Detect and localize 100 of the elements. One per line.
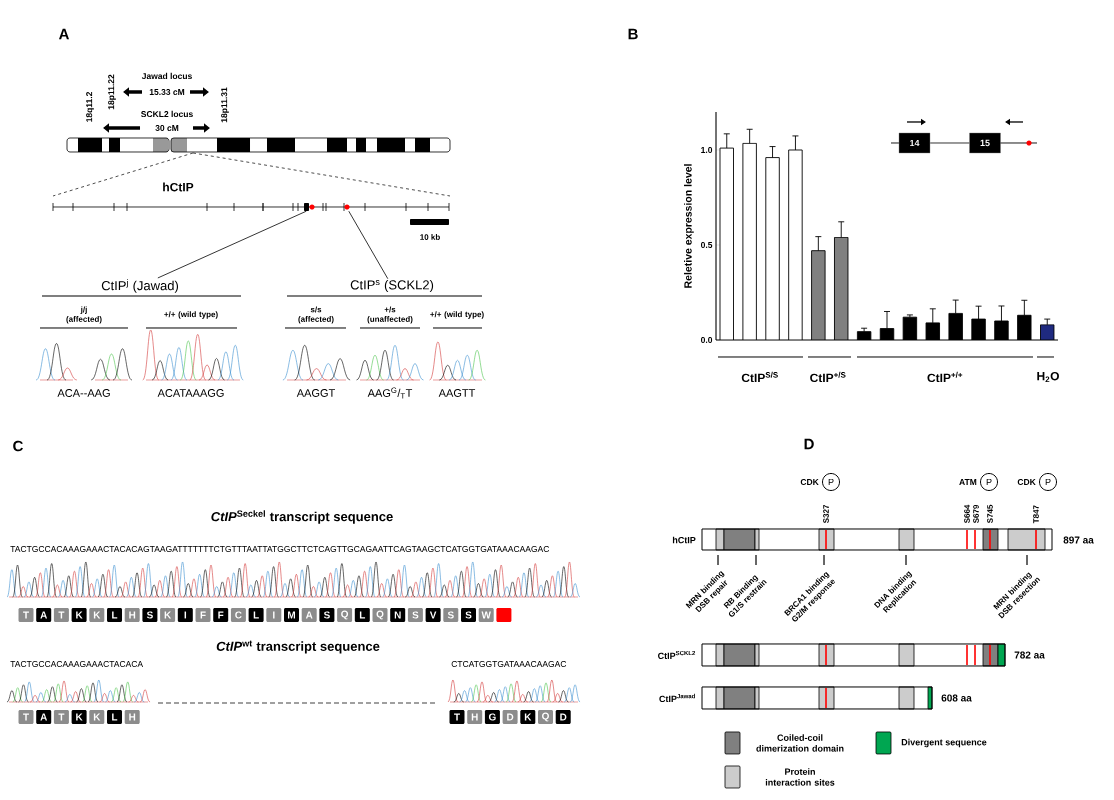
amino-acid-box: G xyxy=(484,710,500,724)
y-tick-label: 0.5 xyxy=(700,241,713,248)
site-label: T847 xyxy=(1033,505,1039,524)
amino-acid-box: Q xyxy=(538,710,553,724)
locus-label: SCKL2 locus xyxy=(141,110,193,118)
amino-acid-box: A xyxy=(36,608,52,622)
amino-acid-box: S xyxy=(443,608,459,622)
group-label: CtIP$^{S/S}$ xyxy=(741,371,778,383)
kinase-label: CDK xyxy=(800,479,819,485)
amino-acid-box: L xyxy=(248,608,264,622)
amino-acid-box: T xyxy=(18,608,34,622)
stop-box xyxy=(496,608,512,622)
kinase-label: ATM xyxy=(959,479,977,485)
amino-acid-box: Q xyxy=(337,608,353,622)
band-label: 18p11.22 xyxy=(108,74,116,110)
amino-acid-box: F xyxy=(195,608,211,622)
y-tick-label: 1.0 xyxy=(701,146,713,153)
amino-acid-box: K xyxy=(160,608,176,622)
base-sequence: ACA--AAG xyxy=(57,389,110,397)
amino-acid-box: T xyxy=(18,710,34,724)
sequence-title: CtIP$^{wt}$ transcript sequence xyxy=(216,640,380,654)
amino-acid-box: D xyxy=(502,710,518,724)
locus-label: Jawad locus xyxy=(141,72,192,80)
amino-acid-box: H xyxy=(124,608,140,622)
panel-letter: D xyxy=(804,438,814,450)
sequence-title: CtIP$^{Seckel}$ transcript sequence xyxy=(211,510,393,524)
locus-label: 15.33 cM xyxy=(149,89,185,95)
y-tick-label: 0.0 xyxy=(700,336,713,343)
amino-acid-box: L xyxy=(354,608,370,622)
amino-acid-box: K xyxy=(71,608,87,622)
leader-line xyxy=(157,210,307,279)
amino-acid-box: D xyxy=(555,710,571,724)
amino-acid-box: K xyxy=(89,608,105,622)
amino-acid-box: H xyxy=(124,710,140,724)
base-sequence: AAGGT xyxy=(296,389,335,397)
amino-acid-box: K xyxy=(71,710,87,724)
site-label: S745 xyxy=(987,504,993,524)
panel-letter: C xyxy=(13,440,23,452)
dna-sequence: CTCATGGTGATAAACAAGAC xyxy=(451,661,567,667)
leader-line xyxy=(348,210,389,280)
amino-acid-box: W xyxy=(478,608,494,622)
exon-box: 14 xyxy=(898,132,931,154)
genotype-label: +/+ (wild type) xyxy=(164,311,218,319)
locus-label: 30 cM xyxy=(155,125,179,131)
genotype-label: +/s (unaffected) xyxy=(367,306,413,324)
amino-acid-box: L xyxy=(107,710,122,724)
genotype-label: j/j (affected) xyxy=(66,306,102,324)
y-axis-title: Reletive expression level xyxy=(684,164,694,288)
gene-name: hCtIP xyxy=(163,182,194,192)
amino-acid-box: S xyxy=(142,608,158,622)
site-label: S664 xyxy=(964,504,970,524)
amino-acid-box: M xyxy=(284,608,299,622)
amino-acid-box: K xyxy=(520,710,536,724)
amino-acid-box: T xyxy=(449,710,465,724)
amino-acid-box: A xyxy=(301,608,317,622)
amino-acid-box: L xyxy=(107,608,122,622)
group-label: CtIP$^{+/+}$ xyxy=(927,371,963,383)
base-sequence: AAGTT xyxy=(438,389,476,397)
intron-line xyxy=(929,142,970,144)
dna-sequence: TACTGCCACAAAGAAACTACACAGTAAGATTTTTTTCTGTTTAATTATGGCTTCTCAGTTGCAGAATTCAGTAAGCTCATGGTGATAAACAAGAC xyxy=(10,546,550,552)
panel-letter: B xyxy=(628,28,638,40)
exon-box: 15 xyxy=(969,132,1001,154)
group-label: CtIP$^{+/S}$ xyxy=(810,371,846,383)
length-label: 782 aa xyxy=(1014,651,1045,659)
amino-acid-box: S xyxy=(319,608,335,622)
amino-acid-box: S xyxy=(461,608,476,622)
amino-acid-box: F xyxy=(213,608,229,622)
length-label: 897 aa xyxy=(1063,536,1094,544)
protein-name: CtIP$^{SCKL2}$ xyxy=(658,650,696,660)
group-label: H$_{2}$O xyxy=(1037,371,1059,383)
gene-map-drawing xyxy=(52,202,450,212)
kinase-label: CDK xyxy=(1017,479,1036,485)
gene-heading: CtIP$^{s}$ (SCKL2) xyxy=(350,279,434,293)
amino-acid-box: V xyxy=(425,608,441,622)
band-label: 18p11.31 xyxy=(221,87,229,123)
legend-label: Protein interaction sites xyxy=(765,768,835,786)
base-sequence: AAG$^{G}$/$_{T}$T xyxy=(367,387,413,399)
legend-label: Coiled-coil dimerization domain xyxy=(756,734,844,752)
amino-acid-box: H xyxy=(467,710,483,724)
amino-acid-box: I xyxy=(177,608,193,622)
amino-acid-box: A xyxy=(36,710,52,724)
panel-letter: A xyxy=(58,28,69,40)
protein-name: CtIP$^{Jawad}$ xyxy=(659,693,695,703)
site-label: S679 xyxy=(973,504,979,524)
amino-acid-box: Q xyxy=(372,608,388,622)
genotype-label: +/+ (wild type) xyxy=(430,311,484,319)
genotype-label: s/s (affected) xyxy=(298,306,334,324)
amino-acid-box: C xyxy=(230,608,246,622)
band-label: 18q11.2 xyxy=(86,91,94,122)
amino-acid-box: K xyxy=(89,710,105,724)
amino-acid-box: S xyxy=(407,608,423,622)
amino-acid-box: T xyxy=(53,710,69,724)
dna-sequence: TACTGCCACAAAGAAACTACACA xyxy=(10,661,144,667)
gene-heading: CtIP$^{j}$ (Jawad) xyxy=(101,279,178,293)
base-sequence: ACATAAAGG xyxy=(157,389,224,397)
amino-acid-box: N xyxy=(390,608,406,622)
legend-label: Divergent sequence xyxy=(901,738,987,748)
amino-acid-box: I xyxy=(266,608,282,622)
amino-acid-box: T xyxy=(53,608,69,622)
protein-name: hCtIP xyxy=(672,536,696,544)
